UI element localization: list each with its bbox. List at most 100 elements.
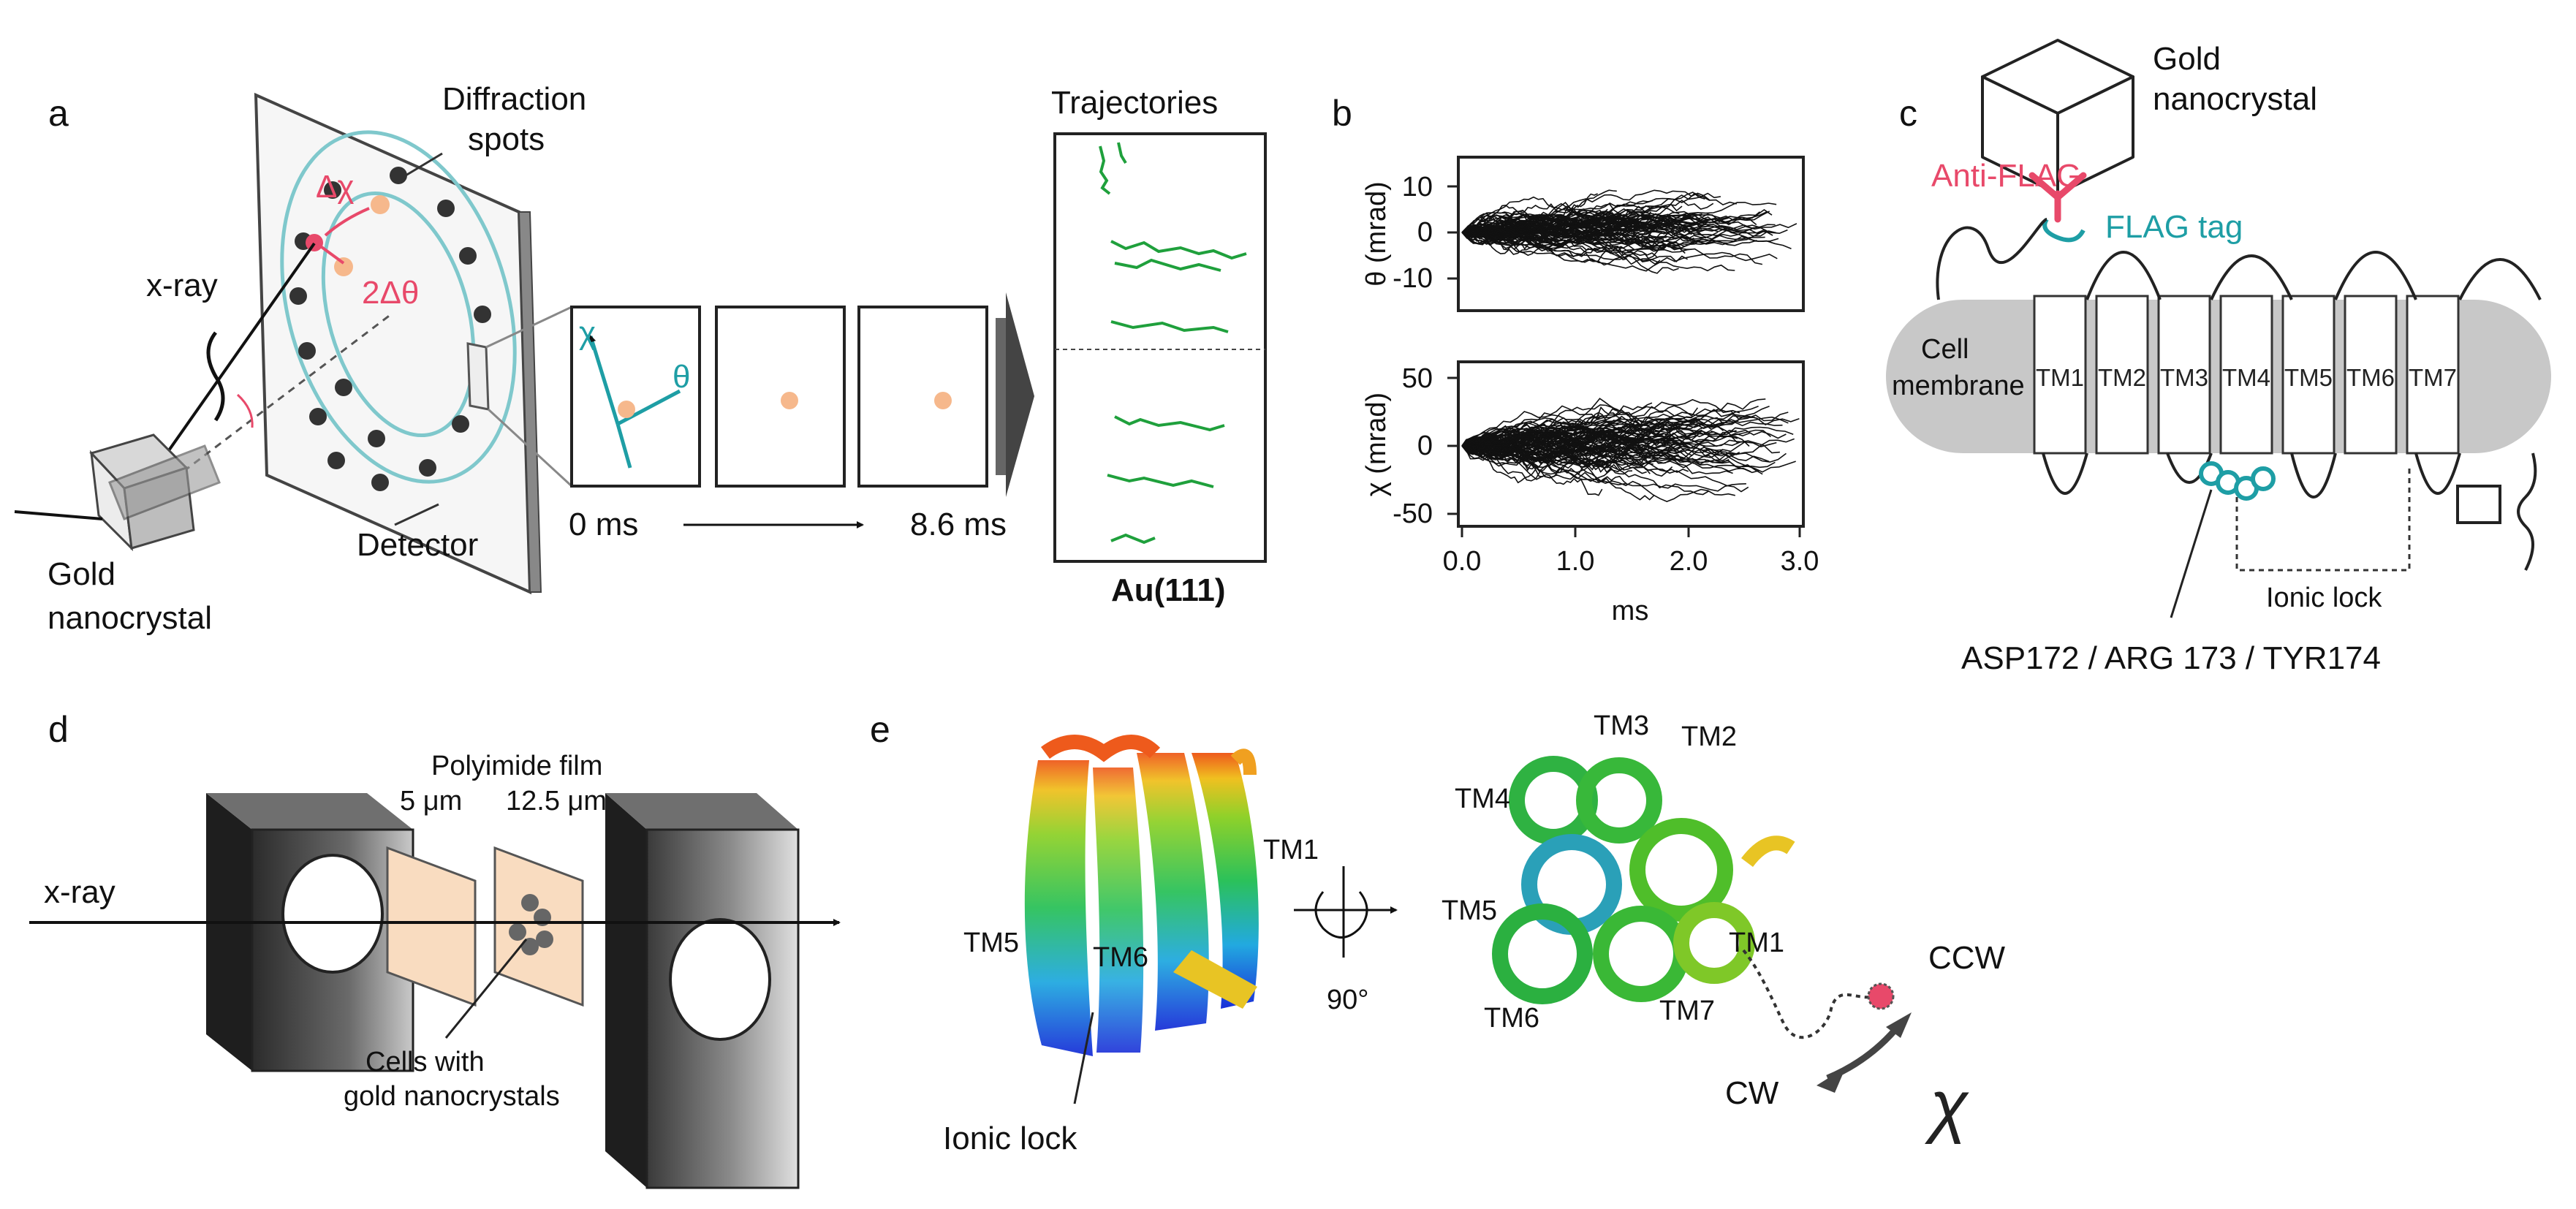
trace-line xyxy=(1461,422,1693,457)
trace-line xyxy=(1461,228,1778,264)
ionic-lock-leader-e xyxy=(1073,1012,1094,1104)
gold-label-a-1: Gold xyxy=(48,556,115,592)
panel-label-b: b xyxy=(1332,93,1352,134)
tm-label-3: TM3 xyxy=(2160,364,2208,391)
cells-leader xyxy=(444,939,528,1039)
protein-top-view xyxy=(1492,756,1795,1004)
panel-label-c: c xyxy=(1899,93,1917,134)
rotation-arrow-cw-ccw xyxy=(1817,1012,1912,1093)
tm1-top-label: TM1 xyxy=(1729,928,1784,958)
theta-ylabel: θ (mrad) xyxy=(1361,181,1392,287)
panel-label-a: a xyxy=(48,93,69,134)
theta-tick-0: 0 xyxy=(1417,217,1433,248)
xray-label-a: x-ray xyxy=(146,268,218,303)
theta-tick-minus10: -10 xyxy=(1393,263,1433,294)
trace-line xyxy=(1461,445,1733,482)
theta-traces xyxy=(1461,189,1797,274)
theta-label-a: θ xyxy=(673,359,690,395)
trace-line xyxy=(1461,435,1653,465)
spot-peach-2 xyxy=(334,257,353,276)
residue-leader xyxy=(2170,489,2213,618)
trace-line xyxy=(1461,417,1783,447)
cw-label: CW xyxy=(1725,1075,1779,1111)
ccw-label: CCW xyxy=(1928,940,2006,976)
trace-line xyxy=(1461,193,1598,235)
antibody xyxy=(2028,172,2087,223)
panel-label-e: e xyxy=(870,709,890,750)
trace-line xyxy=(1461,431,1750,455)
trace-line xyxy=(1461,417,1740,457)
diffraction-leader xyxy=(405,152,443,177)
flag-tag-label: FLAG tag xyxy=(2105,209,2243,245)
tm5-side-label: TM5 xyxy=(963,928,1019,958)
gold-nanocrystal-cube-a xyxy=(89,433,221,552)
tm-box-6 xyxy=(2344,295,2398,455)
chi-traces xyxy=(1461,398,1800,502)
time-end-label: 8.6 ms xyxy=(910,507,1007,542)
trace-line xyxy=(1461,227,1735,272)
tm5-top-label: TM5 xyxy=(1442,895,1497,926)
cell-membrane-label-1: Cell xyxy=(1921,334,1969,365)
tm-label-6: TM6 xyxy=(2346,364,2395,391)
cell-membrane-label-2: membrane xyxy=(1892,371,2025,401)
au111-label: Au(111) xyxy=(1111,572,1226,608)
tm-label-1: TM1 xyxy=(2036,364,2084,391)
detector-label: Detector xyxy=(357,527,478,563)
spot-peach-1 xyxy=(371,195,390,214)
trace-line xyxy=(1461,444,1686,465)
ionic-lock-bracket xyxy=(2235,464,2411,572)
anti-flag-label: Anti-FLAG xyxy=(1931,158,2081,194)
trace-line xyxy=(1461,444,1673,477)
x-tick-3: 3.0 xyxy=(1781,546,1819,577)
trace-line xyxy=(1461,398,1770,455)
film-5um xyxy=(386,846,477,1007)
flag-tag-loop xyxy=(2042,218,2086,243)
tm7-top-label: TM7 xyxy=(1659,996,1715,1026)
c-terminal-box xyxy=(2456,485,2501,524)
diffraction-spots-label-2: spots xyxy=(468,121,545,157)
zoom-lines xyxy=(466,306,573,488)
incoming-beam xyxy=(14,510,103,520)
time-start-label: 0 ms xyxy=(569,507,638,542)
film-5-label: 5 μm xyxy=(400,786,462,816)
detector-plate xyxy=(254,92,542,595)
ionic-lock-residues xyxy=(2199,461,2276,501)
tm2-label: TM2 xyxy=(1681,721,1737,752)
trace-line xyxy=(1461,209,1773,233)
tm-label-5: TM5 xyxy=(2284,364,2333,391)
trajectory-traces xyxy=(1099,142,1247,545)
frame-stack-arrow xyxy=(996,292,1034,497)
trace-line xyxy=(1461,417,1724,447)
frame-1 xyxy=(570,306,701,488)
chi-symbol-e: χ xyxy=(1925,1066,1969,1145)
delta-chi-label: Δχ xyxy=(316,169,355,205)
diffraction-rings xyxy=(280,130,517,484)
tm-box-2 xyxy=(2095,295,2149,455)
spot-red xyxy=(306,234,323,251)
frame-2 xyxy=(715,306,846,488)
tm6-side-label: TM6 xyxy=(1093,942,1148,973)
trace-line xyxy=(1461,425,1624,457)
chi-tick-minus50: -50 xyxy=(1393,499,1433,529)
x-tick-2: 2.0 xyxy=(1670,546,1708,577)
trace-line xyxy=(1461,417,1734,447)
frame-3 xyxy=(857,306,988,488)
loops xyxy=(2042,251,2542,571)
trajectories-label: Trajectories xyxy=(1051,85,1218,121)
trace-line xyxy=(1461,420,1697,447)
x-tick-0: 0.0 xyxy=(1443,546,1482,577)
b-xlabel: ms xyxy=(1612,596,1649,626)
gold-label-c-1: Gold xyxy=(2153,41,2221,77)
trace-line xyxy=(1461,223,1624,244)
two-delta-theta-label: 2Δθ xyxy=(362,275,419,311)
chi-ylabel: χ (mrad) xyxy=(1361,393,1392,496)
xray-label-d: x-ray xyxy=(44,874,115,910)
gold-nanocrystal-cube-c xyxy=(1981,39,2134,195)
x-tick-1: 1.0 xyxy=(1556,546,1595,577)
tm4-label: TM4 xyxy=(1455,784,1510,814)
trajectory-box xyxy=(1053,132,1267,563)
gold-label-c-2: nanocrystal xyxy=(2153,81,2317,117)
ionic-lock-label-e: Ionic lock xyxy=(943,1121,1077,1156)
